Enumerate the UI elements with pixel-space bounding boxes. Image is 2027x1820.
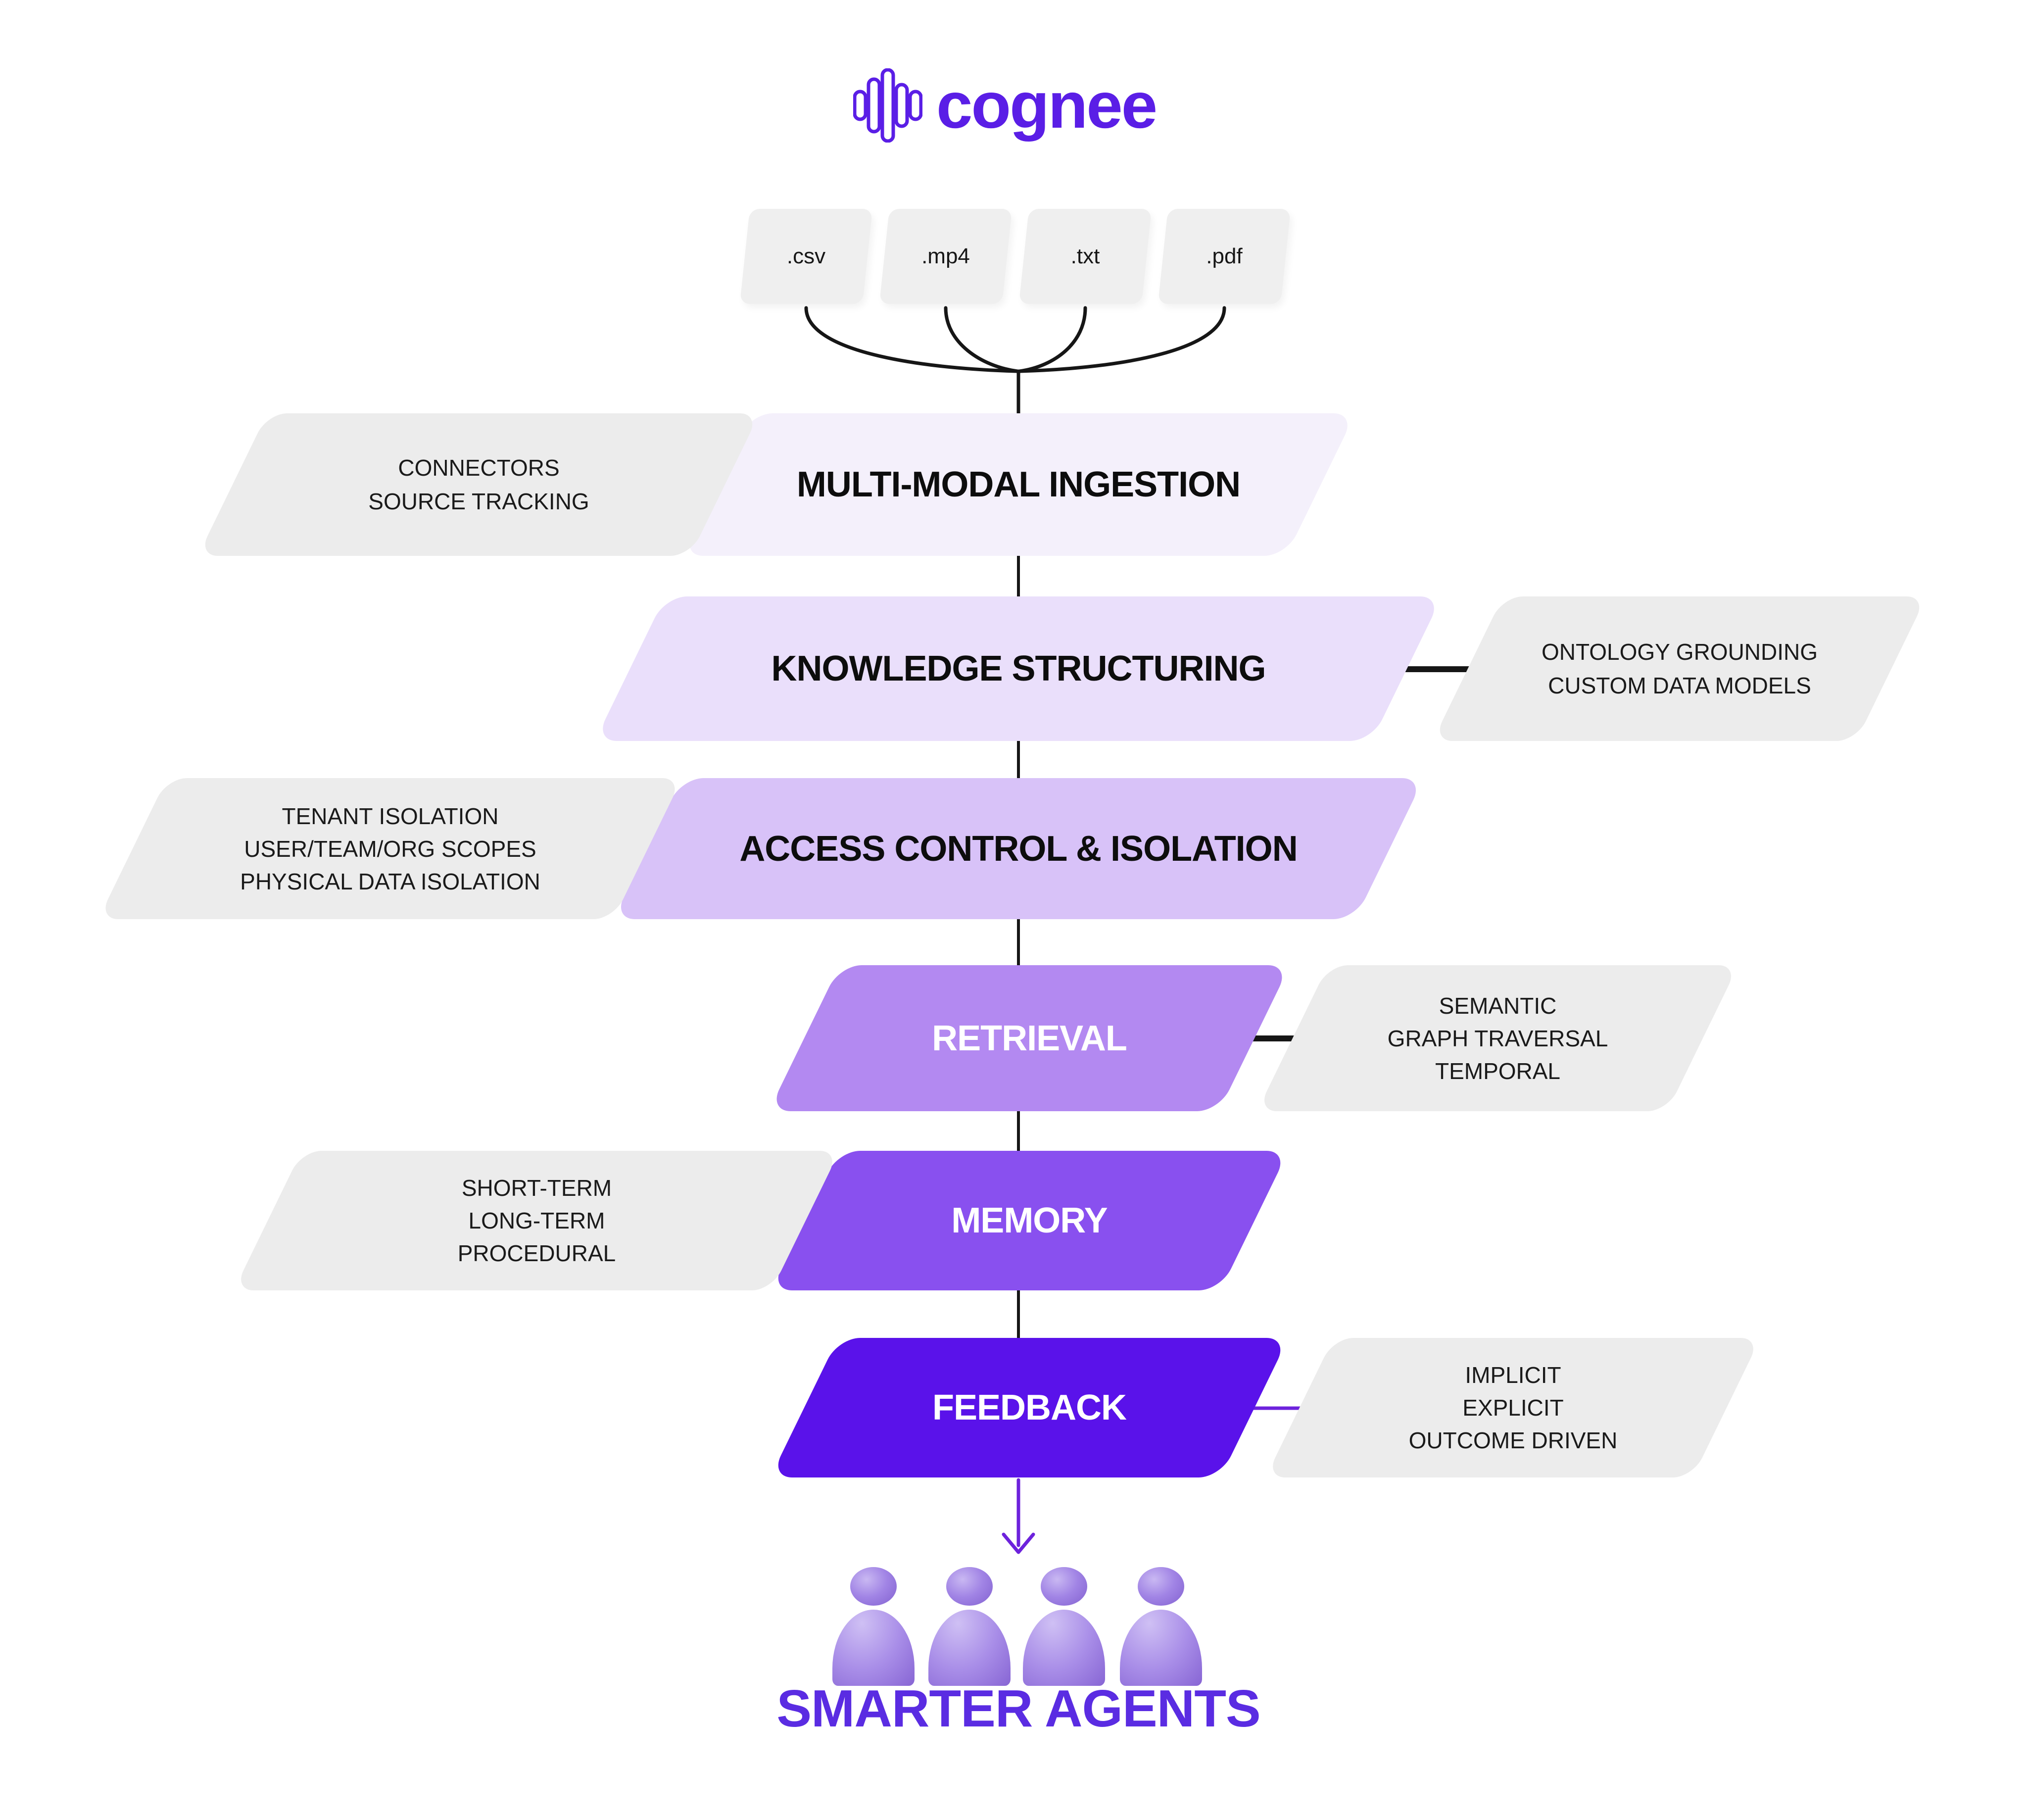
- file-chip-label: .csv: [786, 244, 826, 268]
- agent-head: [946, 1567, 993, 1606]
- annotation-line: SHORT-TERM: [461, 1175, 612, 1201]
- annotation-line: OUTCOME DRIVEN: [1408, 1427, 1618, 1453]
- funnel-curve: [1017, 306, 1226, 373]
- stage-label: MULTI-MODAL INGESTION: [796, 465, 1241, 504]
- annotation-line: ONTOLOGY GROUNDING: [1541, 639, 1818, 665]
- agent-figure-icon: [927, 1567, 1012, 1686]
- arrowhead-down-icon: [1002, 1532, 1035, 1554]
- annotation-line: EXPLICIT: [1462, 1395, 1564, 1421]
- annotation-line: IMPLICIT: [1465, 1362, 1561, 1388]
- feedback-to-agents-connector: [1002, 1478, 1035, 1554]
- annotation-line: PROCEDURAL: [457, 1240, 616, 1266]
- stage-label: ACCESS CONTROL & ISOLATION: [739, 829, 1298, 869]
- file-chip-mp4: .mp4: [879, 209, 1013, 304]
- annotation-line: SOURCE TRACKING: [368, 489, 589, 514]
- annotation-structuring: ONTOLOGY GROUNDING CUSTOM DATA MODELS: [1432, 596, 1927, 741]
- stage-retrieval: RETRIEVAL: [769, 965, 1290, 1111]
- stage-knowledge-structuring: KNOWLEDGE STRUCTURING: [594, 596, 1443, 741]
- funnel-curve: [1017, 306, 1087, 373]
- smarter-agents-title: SMARTER AGENTS: [776, 1679, 1260, 1738]
- file-chip-label: .mp4: [921, 244, 970, 268]
- brand-wordmark: cognee: [936, 69, 1158, 142]
- agent-figure-icon: [1119, 1567, 1203, 1686]
- annotation-line: LONG-TERM: [468, 1208, 605, 1233]
- annotation-access-control: TENANT ISOLATION USER/TEAM/ORG SCOPES PH…: [98, 778, 682, 919]
- agent-body: [1120, 1610, 1202, 1686]
- annotation-line: GRAPH TRAVERSAL: [1387, 1025, 1608, 1051]
- annotation-line: PHYSICAL DATA ISOLATION: [240, 868, 540, 894]
- agent-body: [928, 1610, 1011, 1686]
- agent-body: [1023, 1610, 1105, 1686]
- stage-label: KNOWLEDGE STRUCTURING: [771, 649, 1266, 689]
- waveform-icon: [853, 68, 922, 143]
- file-chip-pdf: .pdf: [1158, 209, 1291, 304]
- file-chip-label: .pdf: [1206, 244, 1243, 268]
- stage-access-control-isolation: ACCESS CONTROL & ISOLATION: [613, 778, 1424, 919]
- stage-multi-modal-ingestion: MULTI-MODAL INGESTION: [681, 413, 1356, 556]
- annotation-ingestion: CONNECTORS SOURCE TRACKING: [197, 413, 760, 556]
- agent-head: [1138, 1567, 1184, 1606]
- annotation-line: CUSTOM DATA MODELS: [1548, 673, 1811, 698]
- stage-label: MEMORY: [951, 1201, 1108, 1240]
- annotation-line: USER/TEAM/ORG SCOPES: [244, 836, 536, 862]
- annotation-line: CONNECTORS: [398, 455, 560, 481]
- annotation-line: TEMPORAL: [1435, 1058, 1561, 1084]
- agent-figure-icon: [1022, 1567, 1106, 1686]
- logo: cognee: [853, 68, 1158, 143]
- stage-label: RETRIEVAL: [932, 1018, 1127, 1058]
- annotation-line: SEMANTIC: [1439, 992, 1557, 1019]
- funnel-curve: [804, 306, 1019, 373]
- agent-figure-icon: [831, 1567, 916, 1686]
- agent-head: [850, 1567, 897, 1606]
- annotation-feedback: IMPLICIT EXPLICIT OUTCOME DRIVEN: [1265, 1338, 1761, 1477]
- stage-label: FEEDBACK: [932, 1388, 1127, 1427]
- annotation-memory: SHORT-TERM LONG-TERM PROCEDURAL: [234, 1151, 840, 1290]
- agent-body: [832, 1610, 915, 1686]
- file-chip-label: .txt: [1070, 244, 1100, 268]
- stage-feedback: FEEDBACK: [770, 1338, 1289, 1477]
- stage-memory: MEMORY: [770, 1151, 1289, 1290]
- file-chip-csv: .csv: [739, 209, 873, 304]
- file-chip-txt: .txt: [1018, 209, 1152, 304]
- funnel-curve: [944, 306, 1019, 373]
- annotation-retrieval: SEMANTIC GRAPH TRAVERSAL TEMPORAL: [1257, 965, 1738, 1111]
- annotation-line: TENANT ISOLATION: [282, 803, 499, 829]
- agent-head: [1041, 1567, 1087, 1606]
